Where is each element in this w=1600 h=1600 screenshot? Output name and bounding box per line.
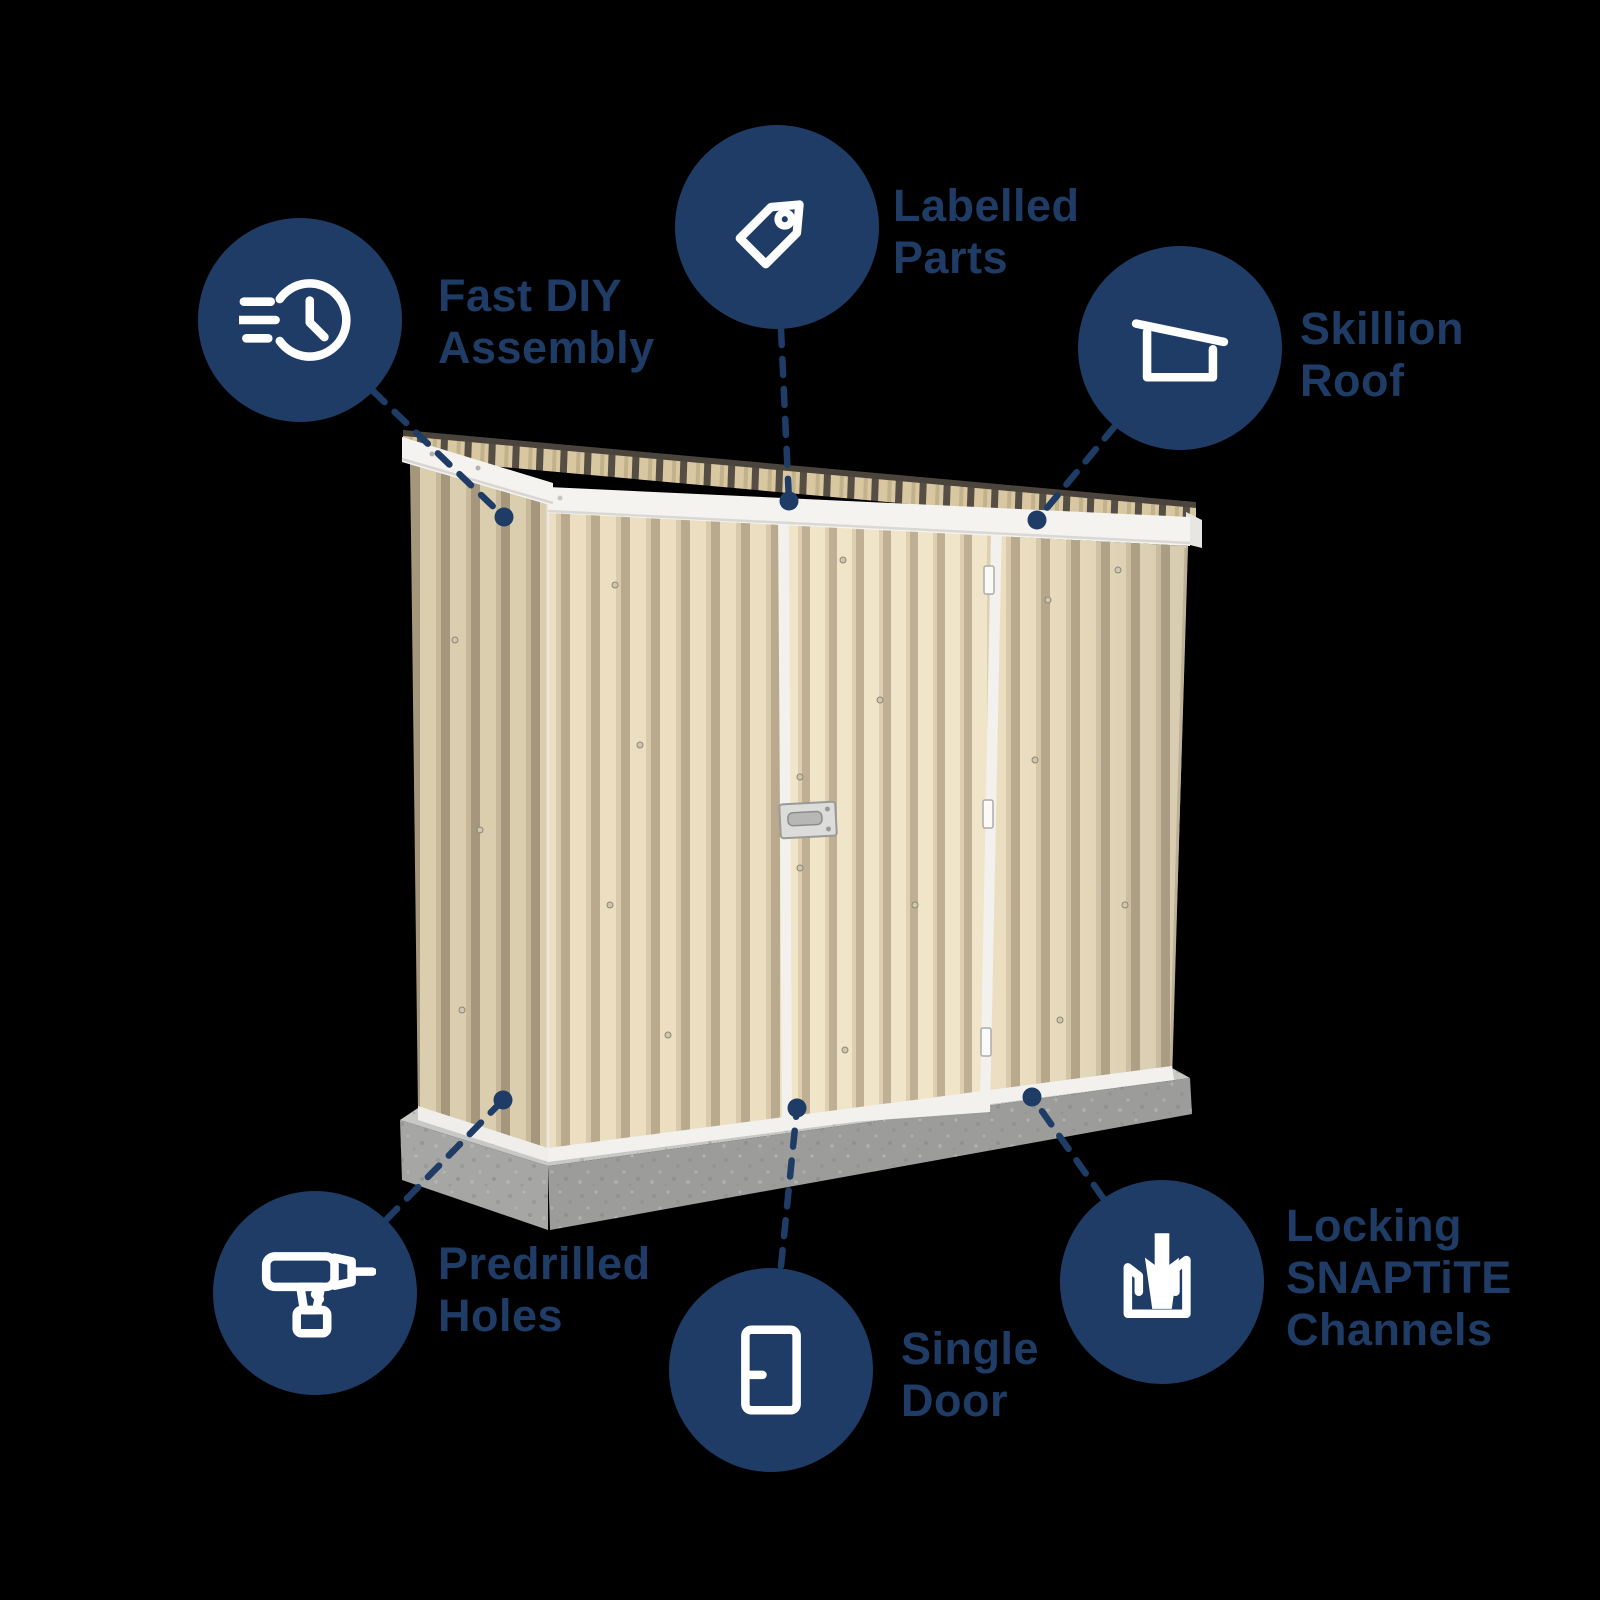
connector-labelled-parts	[777, 325, 793, 505]
connector-skillion-roof	[1033, 422, 1119, 524]
wall-screws	[451, 556, 1129, 1054]
skillion-roof-badge	[1078, 246, 1282, 450]
labelled-parts-badge	[675, 125, 879, 329]
shed-side-wall	[410, 452, 548, 1152]
connector-single-door	[777, 1104, 801, 1270]
tag-icon	[735, 200, 804, 269]
feature-label-line: Predrilled	[438, 1238, 651, 1289]
feature-label-line: Locking	[1286, 1200, 1463, 1251]
fast-diy-assembly-badge	[198, 218, 402, 422]
feature-label-line: Door	[901, 1375, 1008, 1427]
skillion-roof-icon	[1131, 319, 1229, 382]
feature-label-line: Holes	[438, 1290, 564, 1342]
door-latch	[778, 800, 838, 840]
feature-label-line: Channels	[1286, 1304, 1493, 1356]
feature-label-line: Single	[901, 1323, 1040, 1374]
feature-label-line: Skillion	[1300, 303, 1465, 354]
connector-predrilled	[382, 1096, 507, 1224]
feature-label-line: Fast DIY	[438, 270, 623, 321]
door-hinge	[980, 1027, 992, 1057]
feature-label-single-door: Single Door	[901, 1323, 1039, 1427]
speed-clock-icon	[239, 279, 351, 361]
feature-label-line: Roof	[1300, 355, 1405, 407]
snaptite-channel-icon	[1123, 1233, 1191, 1318]
door-hinge	[982, 799, 994, 829]
feature-label-labelled-parts: Labelled Parts	[893, 180, 1080, 284]
roof-fascia	[548, 487, 1190, 546]
predrilled-holes-badge	[213, 1191, 417, 1395]
feature-label-fast-diy-assembly: Fast DIY Assembly	[438, 270, 655, 374]
connector-fast-diy	[369, 387, 508, 521]
base-channel	[418, 1066, 1174, 1162]
single-door-badge	[669, 1268, 873, 1472]
feature-label-locking-snaptite: Locking SNAPTiTE Channels	[1286, 1200, 1512, 1357]
feature-label-line: Parts	[893, 232, 1009, 284]
feature-label-line: Labelled	[893, 180, 1080, 231]
door-icon	[741, 1325, 801, 1415]
feature-label-line: Assembly	[438, 322, 655, 374]
door-hinge	[983, 565, 995, 595]
feature-label-skillion-roof: Skillion Roof	[1300, 303, 1464, 407]
feature-label-line: SNAPTiTE	[1286, 1252, 1512, 1304]
feature-label-predrilled-holes: Predrilled Holes	[438, 1238, 651, 1342]
locking-snaptite-badge	[1060, 1180, 1264, 1384]
connector-dots	[493, 491, 1047, 1118]
connector-snaptite	[1028, 1093, 1107, 1202]
drill-icon	[261, 1252, 376, 1338]
shed-door	[778, 508, 1002, 1127]
connector-lines	[369, 325, 1119, 1270]
